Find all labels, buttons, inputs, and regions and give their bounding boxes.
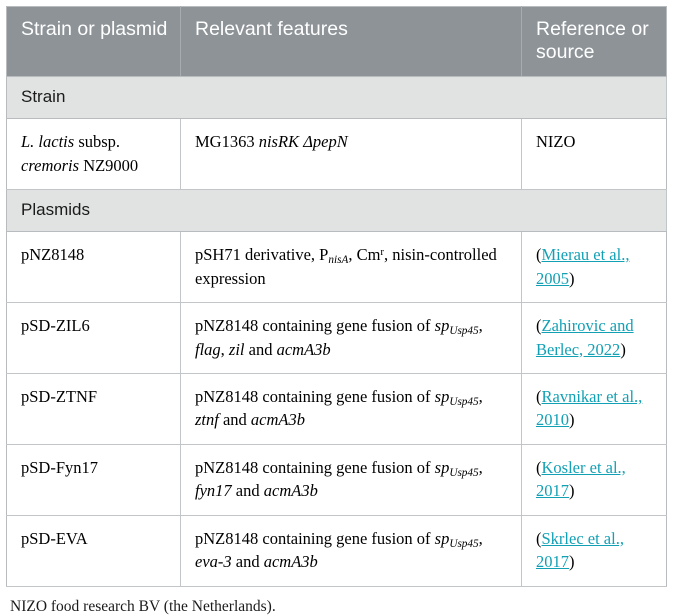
header-row: Strain or plasmid Relevant features Refe…: [6, 6, 667, 78]
feature-separator: ,: [478, 457, 483, 477]
cell-plasmid-features: pNZ8148 containing gene fusion of spUsp4…: [180, 515, 522, 587]
feature-gene-eva3: eva-3: [195, 552, 232, 572]
feature-lead-text: pNZ8148 containing gene fusion of: [195, 316, 435, 336]
citation-close-paren: ): [569, 481, 575, 501]
feature-signal-peptide: sp: [434, 316, 450, 336]
cell-strain-reference: NIZO: [521, 118, 667, 191]
feature-separator: ,: [220, 339, 229, 359]
cell-strain-features: MG1363 nisRK ΔpepN: [180, 118, 522, 191]
feature-tail-text: , nisin-controlled expression: [195, 245, 497, 288]
feature-separator: ,: [478, 387, 483, 406]
cell-plasmid-features: pNZ8148 containing gene fusion of spUsp4…: [180, 373, 522, 445]
feature-gene-ztnf: ztnf: [195, 410, 219, 430]
citation-link[interactable]: Skrlec et al., 2017: [536, 528, 624, 572]
feature-lead-text: pNZ8148 containing gene fusion of: [195, 457, 435, 477]
cell-plasmid-features: pNZ8148 containing gene fusion of spUsp4…: [180, 302, 522, 374]
feature-gene-acma3b: acmA3b: [263, 481, 318, 501]
feature-separator: ,: [478, 316, 483, 336]
feature-gene-zil: zil: [228, 339, 245, 359]
table-footnote: NIZO food research BV (the Netherlands).: [10, 597, 276, 615]
feature-signal-peptide: sp: [434, 457, 450, 477]
feature-gene-acma3b: acmA3b: [250, 410, 305, 430]
strain-designation: NZ9000: [83, 155, 139, 175]
feature-resistance-superscript: r: [380, 246, 385, 259]
table-row: pSD-ZIL6 pNZ8148 containing gene fusion …: [6, 302, 667, 374]
cell-plasmid-reference: (Ravnikar et al., 2010): [521, 373, 667, 445]
cell-plasmid-name: pSD-ZIL6: [6, 302, 181, 374]
taxon-subsp-label: subsp.: [78, 132, 121, 152]
feature-gene-fyn17: fyn17: [195, 481, 232, 501]
feature-conjunction: and: [231, 552, 264, 572]
citation-open-paren: (: [536, 387, 542, 406]
feature-signal-peptide-subscript: Usp45: [449, 537, 479, 550]
cell-plasmid-reference: (Zahirovic and Berlec, 2022): [521, 302, 667, 374]
citation-open-paren: (: [536, 316, 542, 336]
table-header: Strain or plasmid Relevant features Refe…: [6, 6, 667, 78]
citation-open-paren: (: [536, 457, 542, 477]
feature-gene-acma3b: acmA3b: [263, 552, 318, 572]
feature-gene-nisrk: nisRK: [258, 132, 300, 152]
cell-plasmid-reference: (Kosler et al., 2017): [521, 444, 667, 516]
citation-link[interactable]: Mierau et al., 2005: [536, 245, 630, 288]
citation-close-paren: ): [569, 268, 575, 288]
citation-link[interactable]: Kosler et al., 2017: [536, 457, 626, 501]
feature-gene-delta-pepn: ΔpepN: [303, 132, 348, 152]
citation-link[interactable]: Zahirovic and Berlec, 2022: [536, 316, 634, 359]
cell-plasmid-name: pSD-Fyn17: [6, 444, 181, 516]
feature-signal-peptide: sp: [434, 387, 450, 406]
feature-signal-peptide-subscript: Usp45: [449, 325, 479, 338]
feature-conjunction: and: [231, 481, 264, 501]
section-title-strain: Strain: [6, 76, 667, 120]
feature-background: MG1363: [195, 132, 255, 152]
column-header-strain-or-plasmid: Strain or plasmid: [6, 6, 181, 78]
section-row-strain: Strain: [6, 76, 667, 120]
citation-close-paren: ): [620, 339, 626, 359]
feature-separator: ,: [478, 528, 483, 548]
table-row: pSD-ZTNF pNZ8148 containing gene fusion …: [6, 373, 667, 445]
table-row: pSD-Fyn17 pNZ8148 containing gene fusion…: [6, 444, 667, 516]
cell-plasmid-reference: (Mierau et al., 2005): [521, 231, 667, 304]
citation-open-paren: (: [536, 245, 542, 265]
cell-plasmid-name: pNZ8148: [6, 231, 181, 304]
citation-close-paren: ): [569, 410, 575, 430]
feature-signal-peptide: sp: [434, 528, 450, 548]
feature-signal-peptide-subscript: Usp45: [449, 396, 479, 409]
cell-plasmid-name: pSD-EVA: [6, 515, 181, 587]
feature-gene-flag: flag: [195, 339, 221, 359]
cell-plasmid-name: pSD-ZTNF: [6, 373, 181, 445]
feature-lead-text: pNZ8148 containing gene fusion of: [195, 387, 435, 406]
taxon-subspecies: cremoris: [21, 155, 80, 175]
cell-plasmid-features: pNZ8148 containing gene fusion of spUsp4…: [180, 444, 522, 516]
feature-lead-text: pSH71 derivative, P: [195, 245, 329, 265]
table-figure: Strain or plasmid Relevant features Refe…: [6, 6, 667, 615]
citation-open-paren: (: [536, 528, 542, 548]
feature-conjunction: and: [244, 339, 277, 359]
citation-close-paren: ): [569, 552, 575, 572]
citation-link[interactable]: Ravnikar et al., 2010: [536, 387, 643, 430]
cell-plasmid-reference: (Skrlec et al., 2017): [521, 515, 667, 587]
feature-gene-acma3b: acmA3b: [276, 339, 331, 359]
column-header-relevant-features: Relevant features: [180, 6, 522, 78]
column-header-reference-or-source: Reference or source: [521, 6, 667, 78]
table-body: Strain L. lactis subsp. cremoris NZ9000 …: [6, 76, 667, 587]
table-row: pNZ8148 pSH71 derivative, PnisA, Cmr, ni…: [6, 231, 667, 304]
feature-conjunction: and: [218, 410, 251, 430]
taxon-genus-species: L. lactis: [21, 132, 75, 152]
cell-strain-name: L. lactis subsp. cremoris NZ9000: [6, 118, 181, 191]
strains-plasmids-table: Strain or plasmid Relevant features Refe…: [6, 6, 667, 587]
feature-mid-text: , Cm: [348, 245, 381, 265]
section-title-plasmids: Plasmids: [6, 189, 667, 233]
table-row: L. lactis subsp. cremoris NZ9000 MG1363 …: [6, 118, 667, 191]
feature-promoter-subscript: nisA: [328, 254, 349, 267]
cell-plasmid-features: pSH71 derivative, PnisA, Cmr, nisin-cont…: [180, 231, 522, 304]
feature-lead-text: pNZ8148 containing gene fusion of: [195, 528, 435, 548]
section-row-plasmids: Plasmids: [6, 189, 667, 233]
feature-signal-peptide-subscript: Usp45: [449, 466, 479, 479]
table-row: pSD-EVA pNZ8148 containing gene fusion o…: [6, 515, 667, 587]
